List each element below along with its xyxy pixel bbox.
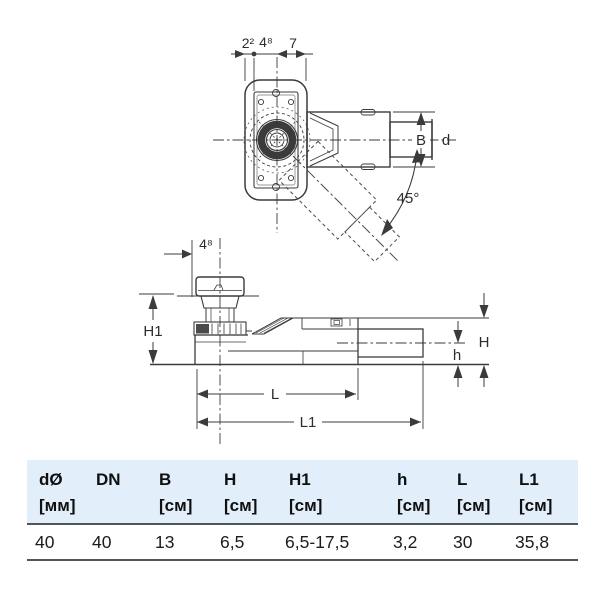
- col-header-h1: H1 [см]: [277, 467, 385, 518]
- value-h1: 6,5-17,5: [285, 532, 350, 552]
- dim-label-4-8-top: 4⁸: [259, 34, 273, 50]
- trap-housing: [194, 317, 489, 364]
- dim-label-H: H: [479, 334, 490, 351]
- dim-label-H1: H1: [143, 323, 162, 340]
- value-l1: 35,8: [515, 532, 550, 552]
- dim-label-4-8-side: 4⁸: [199, 236, 213, 252]
- col-name: L: [457, 470, 468, 489]
- outlet-pipe-side: [337, 328, 468, 358]
- col-name: dØ: [39, 470, 63, 489]
- dim-label-L: L: [271, 386, 279, 403]
- col-header-l1: L1 [см]: [507, 467, 578, 518]
- value-h-small: 3,2: [393, 532, 418, 552]
- spec-table-row: 40 40 13 6,5 6,5-17,5 3,2 30 35,8: [27, 525, 578, 561]
- spec-table-header: dØ [мм] DN B [см] H [см] H1 [см] h [см] …: [27, 460, 578, 525]
- top-view: [213, 50, 456, 263]
- value-b: 13: [155, 532, 175, 552]
- col-unit: [см]: [289, 495, 323, 515]
- col-header-dn: DN: [84, 467, 147, 518]
- dim-label-B: B: [416, 132, 426, 149]
- offset-dimension: [164, 240, 193, 297]
- col-header-h-small: h [см]: [385, 467, 445, 518]
- h-small-dimension: [453, 321, 463, 387]
- col-unit: [см]: [159, 495, 193, 515]
- col-header-h-big: H [см]: [212, 467, 277, 518]
- value-d-diameter: 40: [35, 532, 55, 552]
- dim-label-2-2: 2²: [242, 35, 255, 51]
- top-dimension-chain: [231, 50, 313, 91]
- value-l: 30: [453, 532, 473, 552]
- l-dimension: [196, 368, 359, 429]
- col-name: B: [159, 470, 172, 489]
- col-name: H: [224, 470, 237, 489]
- col-name: L1: [519, 470, 539, 489]
- col-unit: [см]: [224, 495, 258, 515]
- col-name: H1: [289, 470, 311, 489]
- l1-dimension: [197, 361, 424, 429]
- dim-label-L1: L1: [300, 414, 317, 431]
- col-name: DN: [96, 470, 121, 489]
- value-h-big: 6,5: [220, 532, 245, 552]
- col-unit: [96, 493, 147, 517]
- h-big-dimension: [479, 293, 489, 387]
- col-unit: [мм]: [39, 495, 76, 515]
- outlet-pipe-top: [306, 109, 433, 170]
- col-header-d-diameter: dØ [мм]: [27, 467, 84, 518]
- b-dimension: [393, 111, 435, 168]
- value-dn: 40: [92, 532, 112, 552]
- col-name: h: [397, 470, 408, 489]
- technical-drawing: 2² 4⁸ 7 B d 45° 4⁸ H1 H h L L1: [139, 34, 490, 447]
- dim-label-h: h: [453, 347, 461, 364]
- dim-label-d: d: [442, 132, 450, 149]
- spec-table: dØ [мм] DN B [см] H [см] H1 [см] h [см] …: [27, 460, 578, 561]
- swivel-pipe-dashed: [278, 140, 401, 263]
- h1-dimension: [139, 293, 174, 364]
- inlet-cap: [177, 276, 259, 336]
- side-view: [139, 238, 489, 447]
- col-unit: [см]: [457, 495, 491, 515]
- col-header-l: L [см]: [445, 467, 507, 518]
- dim-label-45deg: 45°: [397, 190, 420, 207]
- dim-label-7: 7: [289, 35, 297, 51]
- col-unit: [см]: [397, 495, 431, 515]
- col-header-b: B [см]: [147, 467, 212, 518]
- col-unit: [см]: [519, 495, 553, 515]
